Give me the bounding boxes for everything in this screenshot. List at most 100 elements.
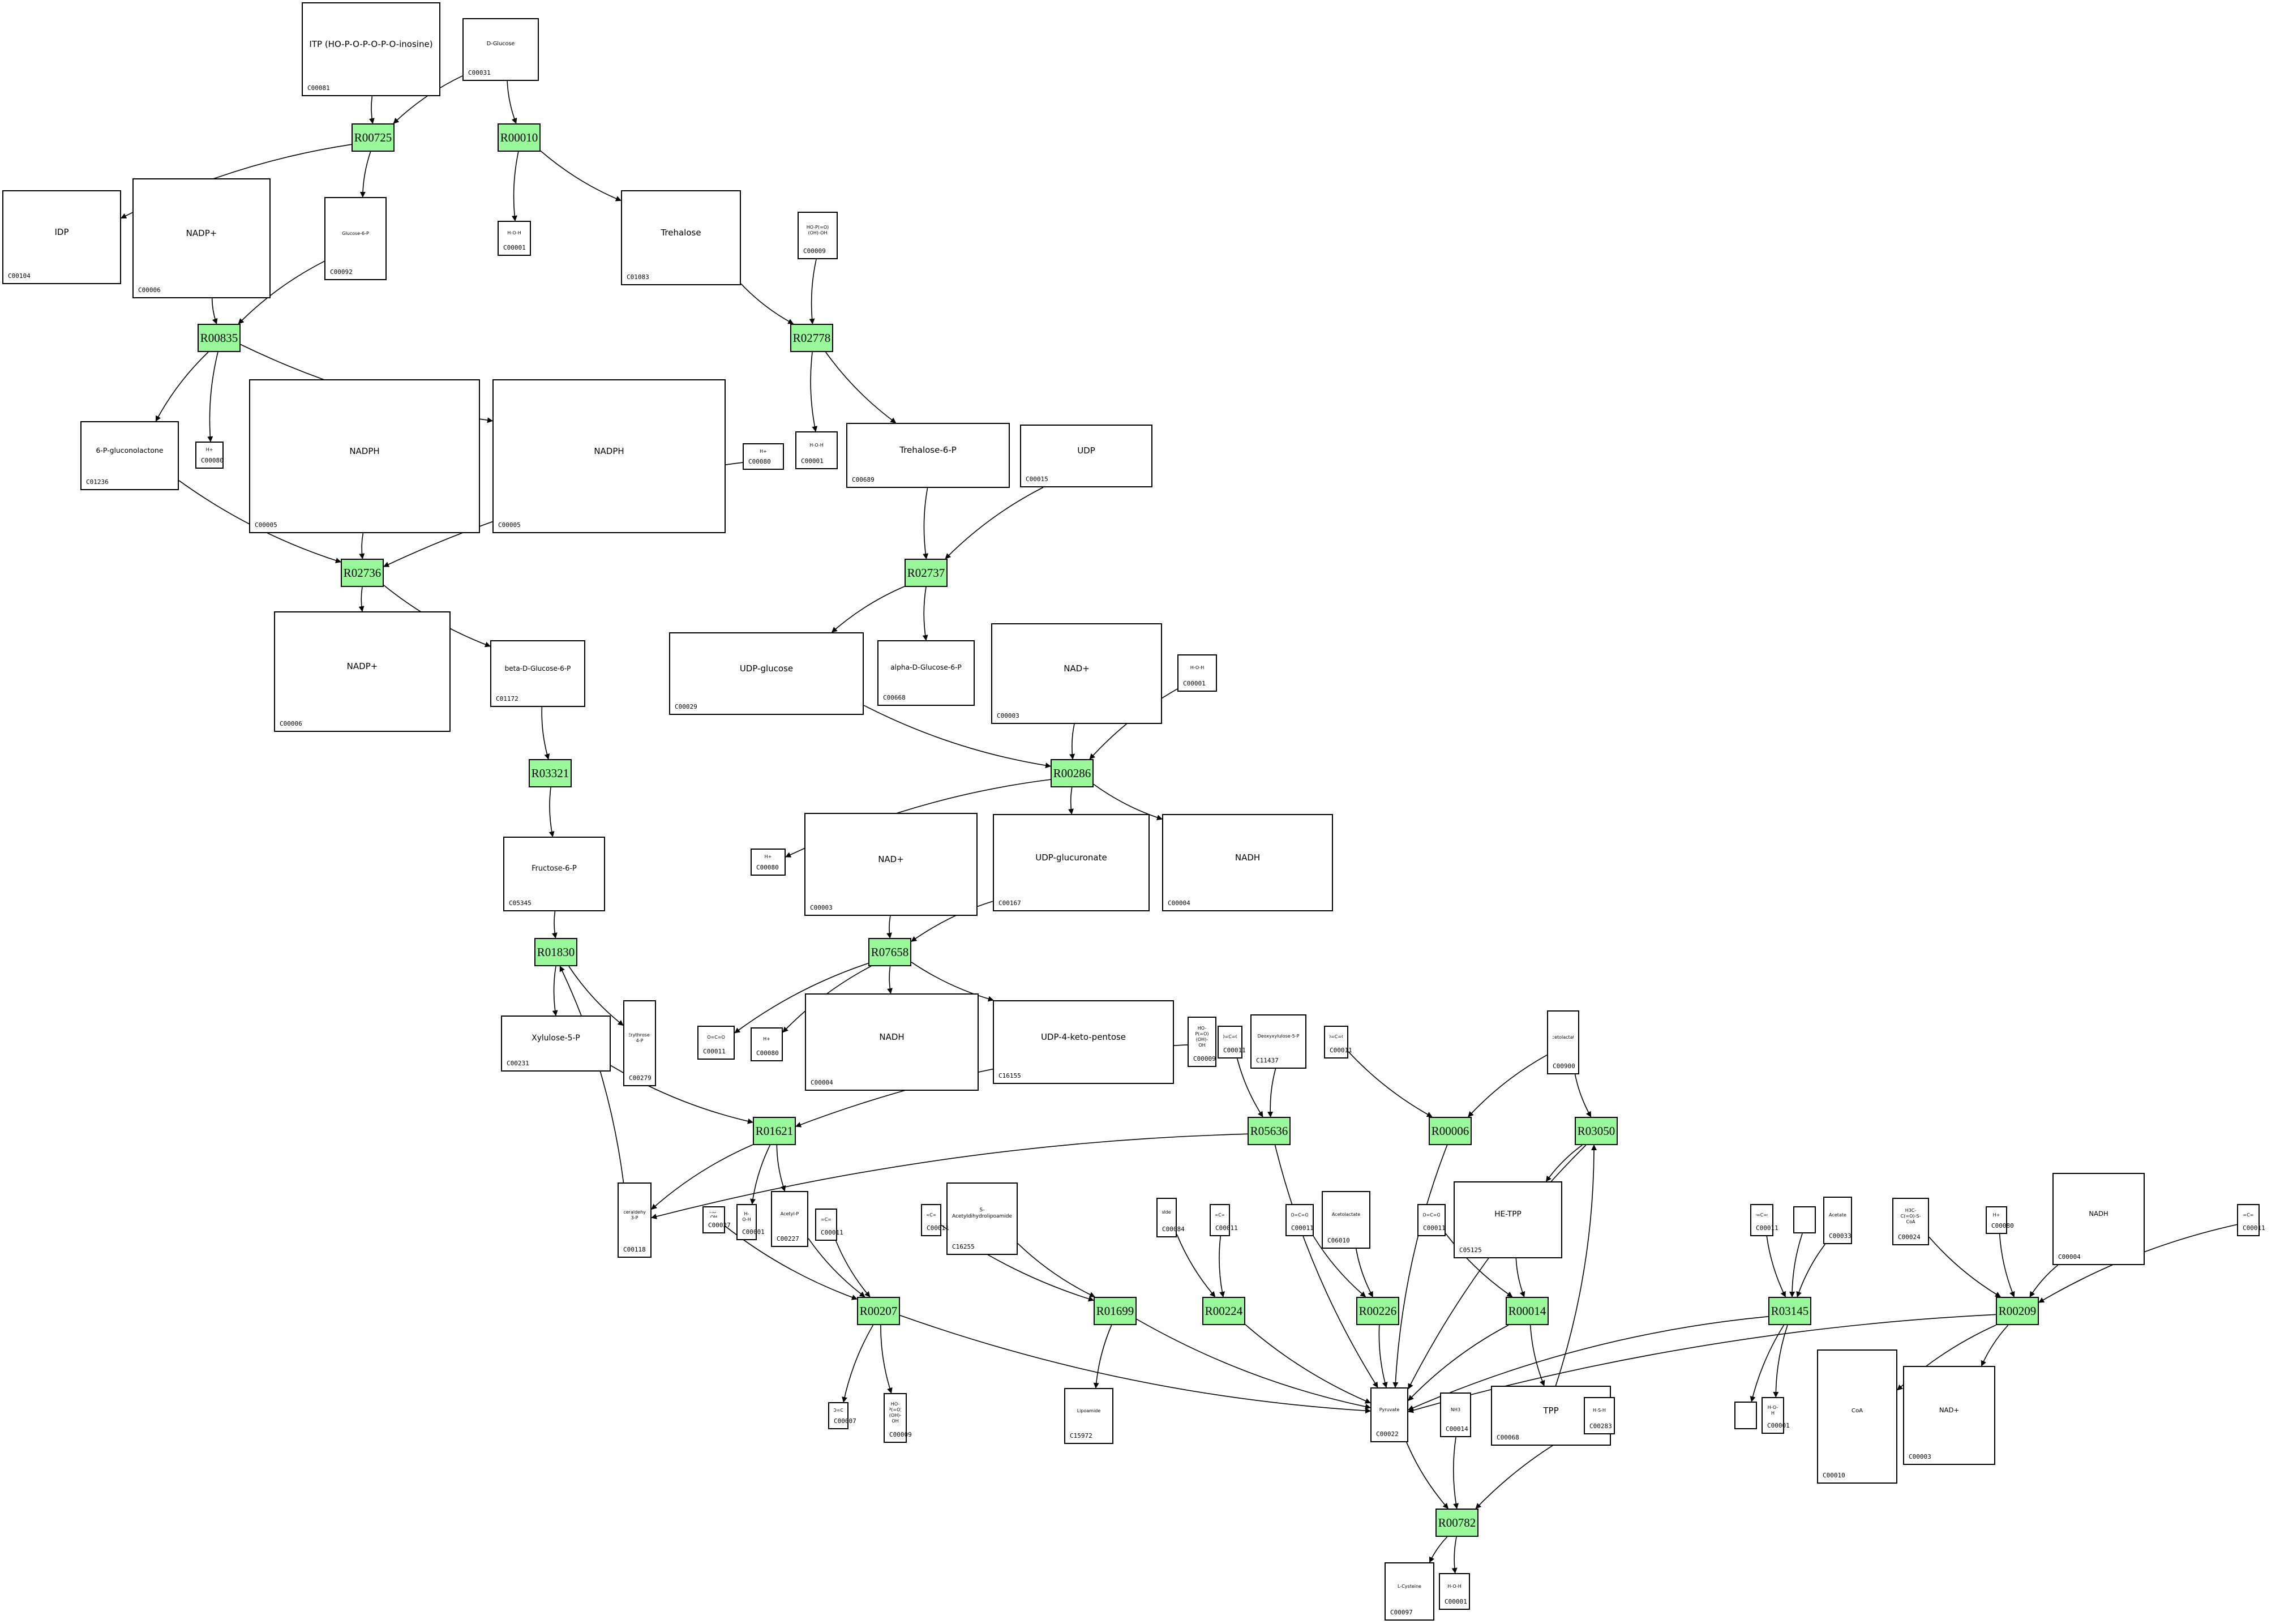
compound-node[interactable]: ITP (HO-P-O-P-O-P-O-inosine)C00081	[302, 2, 440, 96]
compound-node[interactable]: NAD+C00003	[1903, 1366, 1995, 1465]
compound-node[interactable]: H+C00080	[743, 443, 784, 470]
compound-node[interactable]: H+C00080	[195, 442, 224, 469]
compound-node[interactable]: NAD+C00003	[804, 813, 978, 916]
compound-node[interactable]: H+C00080	[1986, 1206, 2014, 1234]
reaction-node[interactable]: R03050	[1575, 1117, 1618, 1145]
reaction-node[interactable]: R01621	[753, 1117, 796, 1145]
reaction-node[interactable]: R00286	[1051, 759, 1094, 787]
compound-node[interactable]: H+C00080	[751, 1027, 783, 1061]
compound-structure: HO-P(=O)(OH)-OH	[806, 225, 829, 235]
reaction-node[interactable]: R00725	[352, 123, 395, 152]
reaction-node[interactable]: R00006	[1429, 1117, 1472, 1145]
reaction-node[interactable]: R02778	[790, 324, 833, 352]
reaction-node[interactable]: R05636	[1248, 1117, 1291, 1145]
compound-node[interactable]: NADP+C00006	[132, 178, 271, 298]
reaction-node[interactable]: R02737	[905, 559, 948, 587]
reaction-node[interactable]: R00782	[1435, 1509, 1478, 1537]
reaction-edge	[1796, 1244, 1825, 1297]
reaction-node[interactable]: R07658	[868, 938, 911, 966]
compound-id-label: C00001	[1183, 680, 1206, 687]
reaction-node[interactable]: R00207	[857, 1297, 900, 1325]
reaction-node[interactable]: R03321	[529, 759, 572, 787]
reaction-node[interactable]: R00010	[498, 123, 541, 152]
compound-id-label: C00009	[1193, 1055, 1216, 1062]
reaction-node[interactable]: R01830	[534, 938, 577, 966]
reaction-node[interactable]: R00224	[1202, 1297, 1245, 1325]
reaction-node[interactable]: R00014	[1506, 1297, 1549, 1325]
reaction-node[interactable]: R00226	[1356, 1297, 1399, 1325]
reaction-node[interactable]: R01699	[1094, 1297, 1137, 1325]
reaction-node[interactable]: R02736	[341, 559, 384, 587]
reaction-node[interactable]: R00835	[198, 324, 241, 352]
compound-node[interactable]	[1734, 1402, 1757, 1429]
compound-id-label: C00007	[834, 1417, 856, 1425]
compound-node[interactable]: AcetaldehydeC00084	[1156, 1198, 1185, 1237]
reaction-node[interactable]: R00209	[1996, 1297, 2039, 1325]
compound-node[interactable]: AcetolactateC00900	[1547, 1010, 1579, 1074]
compound-node[interactable]: NAD+C00003	[991, 623, 1162, 724]
compound-id-label: C00001	[742, 1228, 765, 1236]
compound-structure: Glyceraldehyde-3-P	[623, 1209, 646, 1220]
compound-node[interactable]: NADP+C00006	[274, 611, 451, 732]
compound-node[interactable]: H+C00080	[751, 849, 786, 876]
compound-id-label: C00011	[703, 1048, 726, 1055]
reaction-node[interactable]: R03145	[1768, 1297, 1811, 1325]
compound-node[interactable]	[1793, 1206, 1816, 1233]
